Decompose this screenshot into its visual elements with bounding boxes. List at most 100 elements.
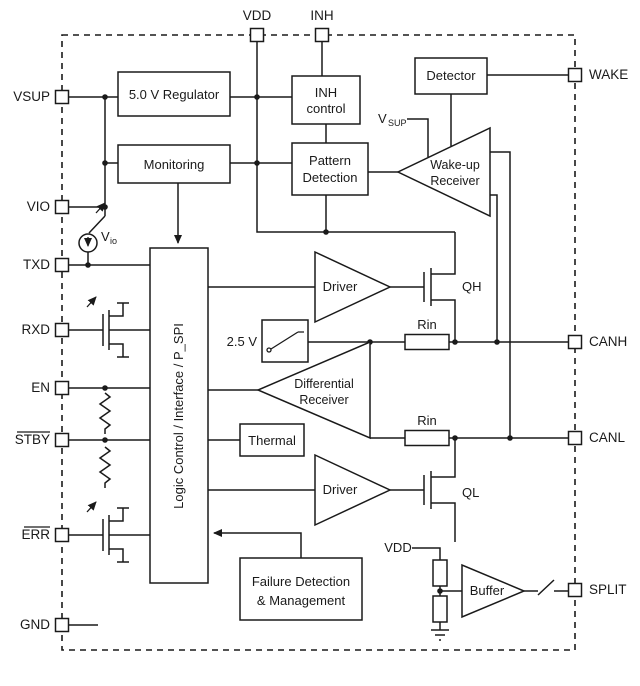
monitoring-label: Monitoring xyxy=(144,157,205,172)
pin-canl-label: CANL xyxy=(589,430,626,445)
pin-rxd: RXD xyxy=(21,322,70,338)
wakeup-receiver-triangle xyxy=(396,126,491,218)
detector-box xyxy=(414,57,488,95)
wire-vdd-rail xyxy=(256,41,455,233)
reference-2v5-switch: 2.5 V xyxy=(227,319,309,363)
pin-gnd-label: GND xyxy=(20,617,50,632)
pin-inh-pad xyxy=(314,27,330,43)
pin-txd-label: TXD xyxy=(23,257,50,272)
driver-low-triangle xyxy=(314,453,392,527)
switch-lever xyxy=(270,331,304,350)
block-inh-control: INH control xyxy=(291,75,361,125)
pin-wake-label: WAKE xyxy=(589,67,628,82)
buffer-label: Buffer xyxy=(470,583,505,598)
pattern-label-1: Pattern xyxy=(309,153,351,168)
junction-dot xyxy=(437,588,443,594)
driver-low-label: Driver xyxy=(323,482,358,497)
vdd-internal-label: VDD xyxy=(384,540,411,555)
thermal-box xyxy=(239,423,305,457)
pin-stby-label: STBY xyxy=(15,432,50,447)
junction-dot xyxy=(102,160,108,166)
rin-lower: Rin xyxy=(404,413,450,447)
pin-rxd-pad xyxy=(54,322,70,338)
pin-en: EN xyxy=(31,380,70,396)
diff-receiver-triangle xyxy=(256,340,371,440)
junction-dot xyxy=(102,385,108,391)
block-buffer: Buffer xyxy=(461,563,526,619)
pin-vdd-pad xyxy=(249,27,265,43)
pin-vdd-label: VDD xyxy=(243,8,272,23)
diff-label-1: Differential xyxy=(294,377,354,391)
block-logic: Logic Control / Interface / P_SPI xyxy=(149,247,209,584)
rxd-config-arrow xyxy=(86,296,97,308)
pin-split-label: SPLIT xyxy=(589,582,627,597)
wire-wakeup-can-taps xyxy=(490,151,511,438)
junction-dot xyxy=(507,435,513,441)
block-driver-low: Driver xyxy=(314,453,392,527)
pin-rxd-label: RXD xyxy=(21,322,50,337)
current-source-circle xyxy=(78,233,98,253)
logic-box xyxy=(149,247,209,584)
pin-inh-label: INH xyxy=(310,8,333,23)
wakeup-label-2: Receiver xyxy=(430,174,479,188)
vio-internal-base: V xyxy=(101,229,110,244)
vio-internal-label: V io xyxy=(101,229,117,246)
pin-err-label: ERR xyxy=(21,527,50,542)
logic-label: Logic Control / Interface / P_SPI xyxy=(171,323,186,509)
split-divider: VDD xyxy=(384,540,448,623)
pins-right: WAKE CANH CANL SPLIT xyxy=(567,67,628,598)
vsup-internal-label: V SUP xyxy=(378,111,407,128)
pin-stby-pad xyxy=(54,432,70,448)
pin-err: ERR xyxy=(21,526,70,543)
pin-inh: INH xyxy=(310,8,334,43)
block-wakeup-receiver: Wake-up Receiver xyxy=(396,126,491,218)
pin-wake: WAKE xyxy=(567,67,628,83)
ql-mosfet xyxy=(423,438,456,542)
switch-contact xyxy=(266,347,272,353)
pin-en-label: EN xyxy=(31,380,50,395)
divider-resistor-upper xyxy=(432,559,448,587)
block-regulator: 5.0 V Regulator xyxy=(117,71,231,117)
junction-dot xyxy=(494,339,500,345)
junction-dot xyxy=(102,204,108,210)
block-thermal: Thermal xyxy=(239,423,305,457)
qh-label: QH xyxy=(462,279,482,294)
pin-split-pad xyxy=(567,582,583,598)
junction-dot xyxy=(254,94,260,100)
pin-vsup-label: VSUP xyxy=(13,89,50,104)
detector-label: Detector xyxy=(426,68,476,83)
wire-failure-to-logic xyxy=(213,529,302,558)
block-pattern-detection: Pattern Detection xyxy=(291,142,369,196)
vio-internal-sub: io xyxy=(110,236,117,246)
buffer-triangle xyxy=(461,563,526,619)
junction-dot xyxy=(102,437,108,443)
wire-vsup-tap xyxy=(407,118,429,157)
rin-upper-label: Rin xyxy=(417,317,437,332)
pin-canh: CANH xyxy=(567,334,627,350)
wakeup-label-1: Wake-up xyxy=(430,158,480,172)
wire-split-with-switch xyxy=(524,579,569,596)
junction-dot xyxy=(102,94,108,100)
wire-stby-with-pull-resistor xyxy=(68,439,150,488)
block-monitoring: Monitoring xyxy=(117,144,231,184)
pin-txd: TXD xyxy=(23,257,70,273)
regulator-label: 5.0 V Regulator xyxy=(129,87,220,102)
block-driver-high: Driver xyxy=(314,250,392,324)
pins-left: VSUP VIO TXD RXD EN STBY ERR xyxy=(13,89,70,633)
pin-split: SPLIT xyxy=(567,582,627,598)
pin-vsup-pad xyxy=(54,89,70,105)
inh-control-label-2: control xyxy=(306,101,345,116)
junction-dot xyxy=(452,435,458,441)
pin-stby: STBY xyxy=(15,431,70,448)
txd-current-source xyxy=(78,233,98,253)
pin-vio: VIO xyxy=(27,199,70,215)
rin-lower-box xyxy=(404,429,450,447)
pin-wake-pad xyxy=(567,67,583,83)
wire-wake-net xyxy=(450,74,569,146)
rin-upper-box xyxy=(404,333,450,351)
pin-vio-pad xyxy=(54,199,70,215)
vsup-internal-base: V xyxy=(378,111,387,126)
wiring xyxy=(68,41,569,641)
wire-en-with-pull-resistor xyxy=(68,387,150,434)
